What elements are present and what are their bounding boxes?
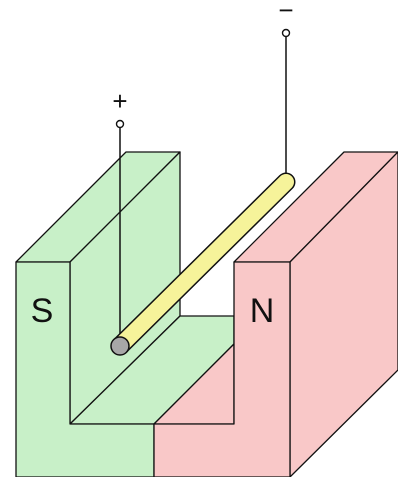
north-pole-label: N: [250, 292, 275, 330]
negative-terminal-label: −: [278, 0, 293, 25]
positive-terminal-label: +: [112, 86, 127, 116]
rod-end-cap: [110, 336, 130, 356]
rod-body: [112, 174, 294, 354]
north-pole: [153, 151, 398, 477]
south-pole: [15, 151, 235, 477]
south-pole-label: S: [31, 292, 54, 330]
negative-terminal: [281, 28, 291, 38]
positive-terminal: [115, 119, 125, 129]
north-front-face: [153, 261, 291, 477]
conducting-rod: [110, 172, 296, 356]
